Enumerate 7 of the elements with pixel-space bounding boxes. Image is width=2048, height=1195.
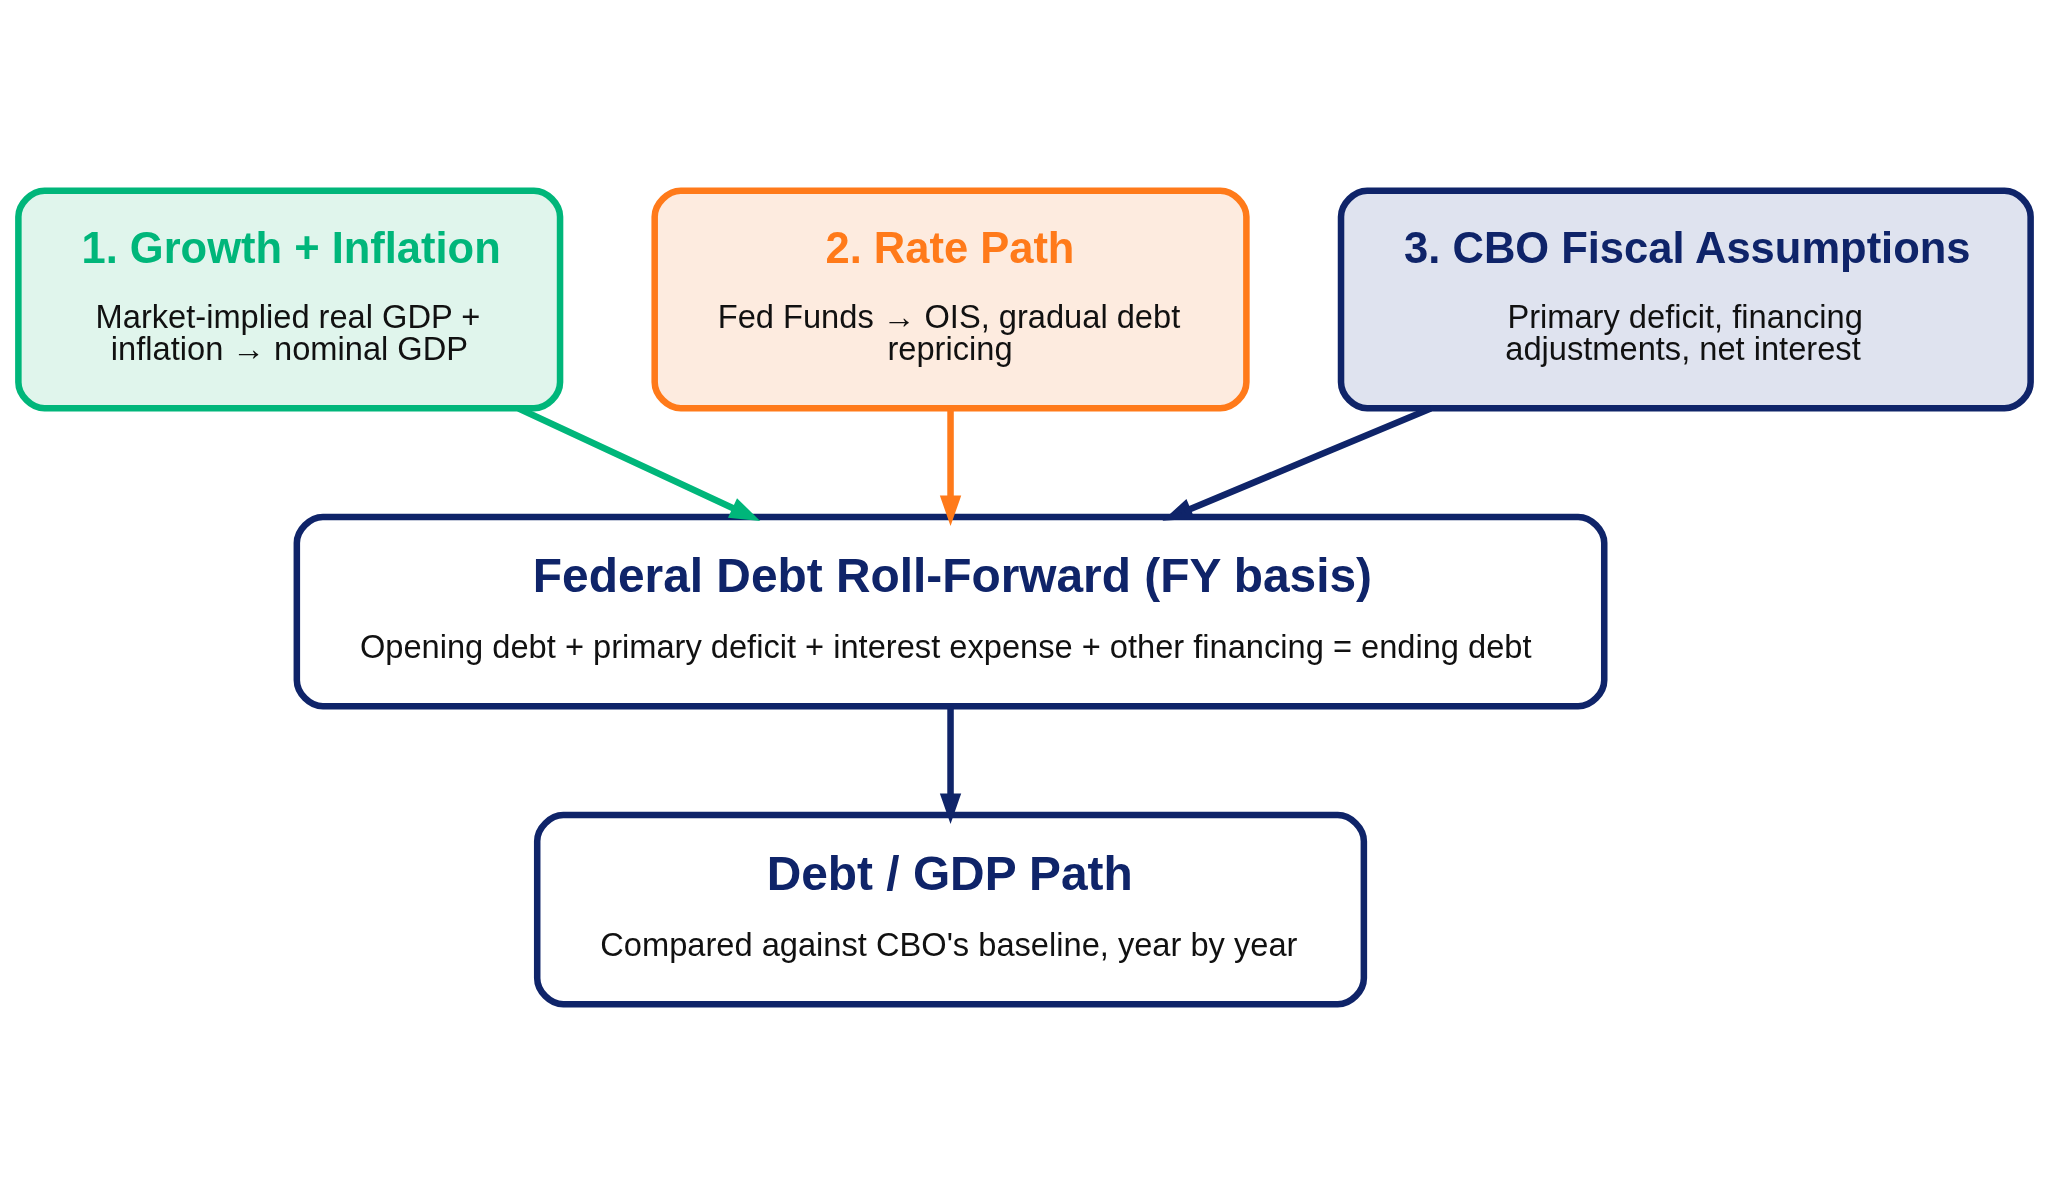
arrow [939,706,961,825]
node-box: Federal Debt Roll-Forward (FY basis) Opening debt + primary deficit + interest expense + other financing = ending debt [293,513,1607,710]
node-box: 3. CBO Fiscal Assumptions Primary deficit, financing adjustments, net interest [1337,187,2034,412]
node-box: 2. Rate Path Fed Funds → OIS, gradual debt repricing [650,187,1250,412]
node-box: Debt / GDP Path Compared against CBO's baseline, year by year [533,811,1367,1008]
node-box: 1. Growth + Inflation Market-implied real GDP + inflation → nominal GDP [14,187,563,412]
arrow [939,408,961,527]
